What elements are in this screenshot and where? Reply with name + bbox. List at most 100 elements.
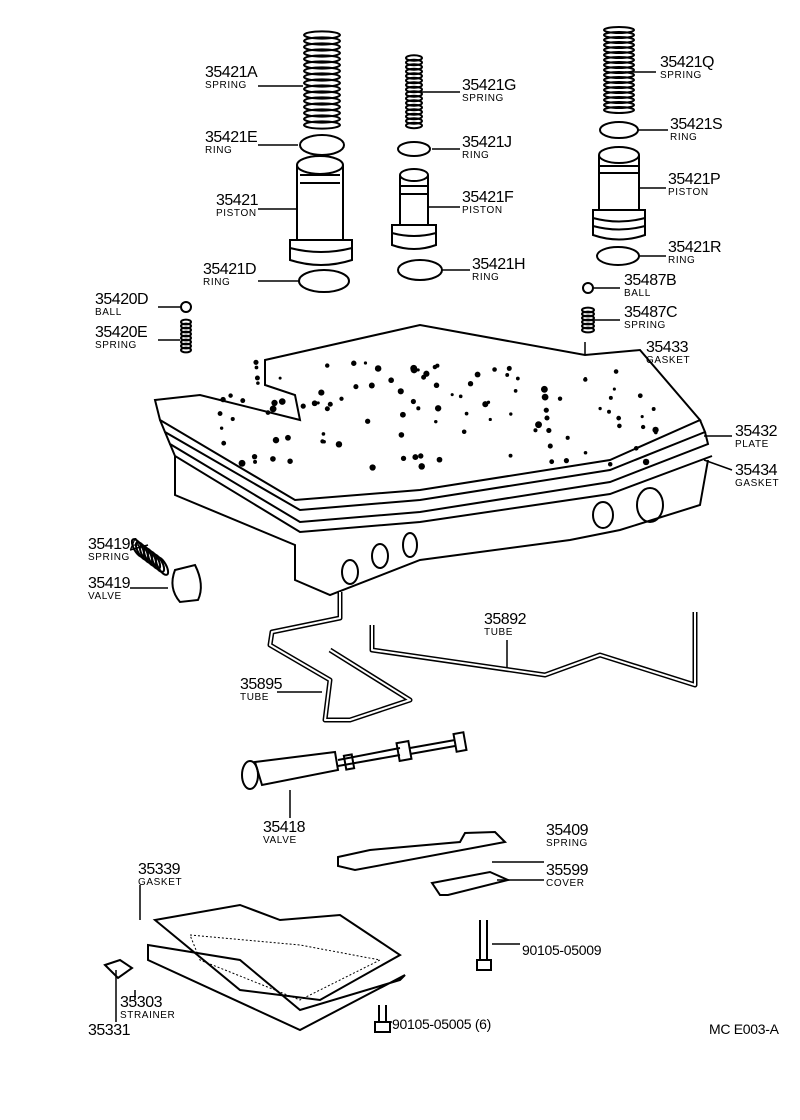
plate-hole bbox=[418, 453, 424, 459]
plate-hole bbox=[486, 400, 491, 404]
part-name: COVER bbox=[546, 878, 585, 889]
plate-hole bbox=[220, 396, 226, 403]
figure-code: MC E003-A bbox=[709, 1021, 779, 1037]
part-number: 35421H bbox=[472, 256, 526, 273]
plate-hole bbox=[230, 416, 235, 422]
part-name: SPRING bbox=[624, 320, 666, 331]
plate-hole bbox=[543, 407, 549, 413]
plate-hole bbox=[637, 393, 643, 399]
coil-turn bbox=[303, 48, 341, 58]
plate-hole bbox=[238, 459, 246, 467]
ring-35421d bbox=[298, 269, 350, 293]
plate-hole bbox=[397, 388, 404, 395]
part-name: RING bbox=[668, 255, 696, 266]
plate-hole bbox=[388, 377, 394, 384]
plate-hole bbox=[353, 384, 359, 390]
part-number: 35421P bbox=[668, 171, 721, 188]
plate-hole bbox=[410, 364, 418, 372]
plate-hole bbox=[508, 453, 513, 458]
plate-hole bbox=[416, 406, 421, 411]
plate-hole bbox=[335, 441, 343, 448]
part-name: PISTON bbox=[216, 208, 257, 219]
ring-35421r bbox=[596, 246, 640, 266]
plate-hole bbox=[546, 427, 552, 434]
spring-35487c bbox=[581, 306, 595, 334]
plate-hole bbox=[316, 401, 320, 405]
coil-turn bbox=[303, 54, 341, 64]
part-name: BALL bbox=[624, 288, 651, 299]
plate-hole bbox=[271, 399, 278, 407]
piston-35421f bbox=[391, 168, 437, 250]
plate-hole bbox=[492, 367, 497, 372]
plate-hole bbox=[327, 401, 333, 407]
bolt-label-90105-05005: 90105-05005 (6) bbox=[392, 1016, 492, 1032]
plate-hole bbox=[253, 459, 258, 464]
part-number: 35420E bbox=[95, 324, 148, 341]
plate-hole bbox=[300, 403, 306, 409]
plate-hole bbox=[254, 365, 259, 370]
part-number: 35432 bbox=[735, 423, 778, 440]
plate-hole bbox=[272, 436, 280, 444]
plate-hole bbox=[436, 456, 443, 463]
plate-hole bbox=[265, 410, 271, 415]
plate-hole bbox=[547, 443, 553, 449]
part-name: SPRING bbox=[660, 70, 702, 81]
part-name: VALVE bbox=[263, 835, 297, 846]
plate-hole bbox=[513, 389, 518, 393]
part-number: 35892 bbox=[484, 611, 527, 628]
plate-hole bbox=[541, 393, 549, 401]
spring-35409 bbox=[337, 830, 508, 872]
coil-turn bbox=[303, 78, 341, 88]
spring-35419a bbox=[130, 538, 170, 576]
plate-hole bbox=[557, 396, 563, 401]
part-number: 35421A bbox=[205, 64, 258, 81]
plate-hole bbox=[311, 400, 318, 407]
plate-holes bbox=[217, 359, 659, 471]
plate-hole bbox=[509, 412, 513, 416]
spring-35421g bbox=[405, 54, 423, 130]
plate-hole bbox=[544, 415, 550, 421]
plate-hole bbox=[368, 382, 375, 389]
part-name: GASKET bbox=[735, 478, 780, 489]
plate-hole bbox=[474, 371, 481, 378]
plate-hole bbox=[515, 376, 520, 381]
plate-hole bbox=[325, 363, 330, 368]
spring-35421q bbox=[603, 26, 635, 114]
plate-hole bbox=[256, 381, 260, 385]
part-number: 35487B bbox=[624, 272, 677, 289]
part-name: RING bbox=[462, 150, 490, 161]
part-name: VALVE bbox=[88, 591, 122, 602]
plate-hole bbox=[608, 395, 613, 400]
plate-hole bbox=[533, 428, 538, 433]
coil-turn bbox=[303, 90, 341, 100]
plate-hole bbox=[410, 398, 416, 405]
cover-35599 bbox=[430, 870, 512, 896]
plate-hole bbox=[434, 419, 438, 424]
coil-turn bbox=[303, 108, 341, 118]
plate-hole bbox=[421, 374, 427, 380]
plate-hole bbox=[488, 417, 492, 422]
part-number: 35421J bbox=[462, 134, 512, 151]
part-number: 35418 bbox=[263, 819, 306, 836]
part-name: SPRING bbox=[205, 80, 247, 91]
plate-hole bbox=[287, 458, 293, 464]
plate-hole bbox=[363, 361, 368, 365]
part-number: 35303 bbox=[120, 994, 163, 1011]
coil-turn bbox=[303, 42, 341, 52]
part-name: SPRING bbox=[462, 93, 504, 104]
part-35331 bbox=[103, 958, 134, 980]
coil-turn bbox=[303, 84, 341, 94]
ring-35421s bbox=[599, 121, 639, 139]
strainer-35303 bbox=[147, 934, 406, 1032]
plate-hole bbox=[461, 429, 467, 435]
